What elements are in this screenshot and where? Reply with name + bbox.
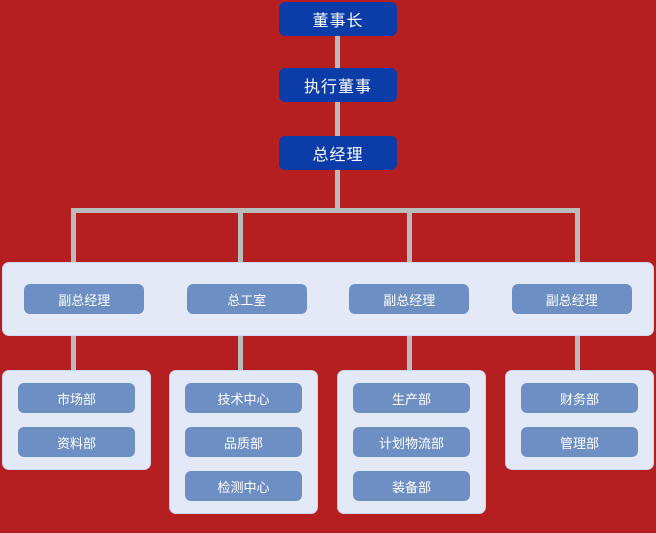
connector-general-manager-trunk bbox=[335, 170, 340, 210]
department-column-4: 财务部 管理部 bbox=[505, 370, 654, 470]
department-column-1: 市场部 资料部 bbox=[2, 370, 151, 470]
org-node-inspection-center[interactable]: 检测中心 bbox=[185, 471, 302, 501]
connector-bus-drop-2 bbox=[238, 208, 243, 262]
org-node-label: 财务部 bbox=[559, 391, 599, 407]
department-column-3: 生产部 计划物流部 装备部 bbox=[337, 370, 486, 514]
connector-bus-drop-1 bbox=[71, 208, 76, 262]
org-node-finance-department[interactable]: 财务部 bbox=[521, 383, 638, 413]
managers-panel: 副总经理 总工室 副总经理 副总经理 bbox=[2, 262, 654, 336]
connector-manager-3-to-departments bbox=[407, 336, 412, 370]
org-node-label: 计划物流部 bbox=[378, 435, 444, 451]
org-node-label: 管理部 bbox=[559, 435, 599, 451]
org-node-label: 检测中心 bbox=[217, 479, 270, 495]
connector-manager-2-to-departments bbox=[238, 336, 243, 370]
org-node-documentation-department[interactable]: 资料部 bbox=[18, 427, 135, 457]
org-node-label: 市场部 bbox=[56, 391, 96, 407]
org-node-label: 资料部 bbox=[56, 435, 96, 451]
connector-chairman-to-executive-director bbox=[335, 36, 340, 68]
org-node-label: 品质部 bbox=[223, 435, 263, 451]
manager-slot: 副总经理 bbox=[328, 284, 491, 314]
department-column-2: 技术中心 品质部 检测中心 bbox=[169, 370, 318, 514]
manager-slot: 副总经理 bbox=[491, 284, 654, 314]
connector-manager-bus bbox=[71, 208, 580, 213]
manager-slot: 总工室 bbox=[166, 284, 329, 314]
org-node-label: 执行董事 bbox=[303, 79, 372, 96]
org-node-label: 总经理 bbox=[312, 147, 364, 164]
manager-slot: 副总经理 bbox=[3, 284, 166, 314]
org-node-general-manager[interactable]: 总经理 bbox=[279, 136, 397, 170]
org-node-label: 副总经理 bbox=[383, 292, 436, 308]
org-node-production-department[interactable]: 生产部 bbox=[353, 383, 470, 413]
org-node-deputy-general-manager-1[interactable]: 副总经理 bbox=[24, 284, 145, 314]
org-node-planning-logistics-department[interactable]: 计划物流部 bbox=[353, 427, 470, 457]
org-node-label: 生产部 bbox=[391, 391, 431, 407]
org-node-executive-director[interactable]: 执行董事 bbox=[279, 68, 397, 102]
connector-bus-drop-4 bbox=[575, 208, 580, 262]
connector-executive-director-to-general-manager bbox=[335, 102, 340, 136]
org-node-chief-engineer-office[interactable]: 总工室 bbox=[186, 284, 307, 314]
connector-bus-drop-3 bbox=[407, 208, 412, 262]
org-node-label: 董事长 bbox=[312, 13, 364, 30]
org-node-label: 副总经理 bbox=[58, 292, 111, 308]
org-node-quality-department[interactable]: 品质部 bbox=[185, 427, 302, 457]
connector-manager-4-to-departments bbox=[575, 336, 580, 370]
org-node-equipment-department[interactable]: 装备部 bbox=[353, 471, 470, 501]
org-node-deputy-general-manager-3[interactable]: 副总经理 bbox=[511, 284, 632, 314]
org-node-marketing-department[interactable]: 市场部 bbox=[18, 383, 135, 413]
org-node-technology-center[interactable]: 技术中心 bbox=[185, 383, 302, 413]
org-node-chairman[interactable]: 董事长 bbox=[279, 2, 397, 36]
org-node-administration-department[interactable]: 管理部 bbox=[521, 427, 638, 457]
org-node-deputy-general-manager-2[interactable]: 副总经理 bbox=[349, 284, 470, 314]
connector-manager-1-to-departments bbox=[71, 336, 76, 370]
org-node-label: 装备部 bbox=[391, 479, 431, 495]
org-node-label: 技术中心 bbox=[217, 391, 270, 407]
org-node-label: 总工室 bbox=[227, 292, 267, 308]
org-node-label: 副总经理 bbox=[545, 292, 598, 308]
